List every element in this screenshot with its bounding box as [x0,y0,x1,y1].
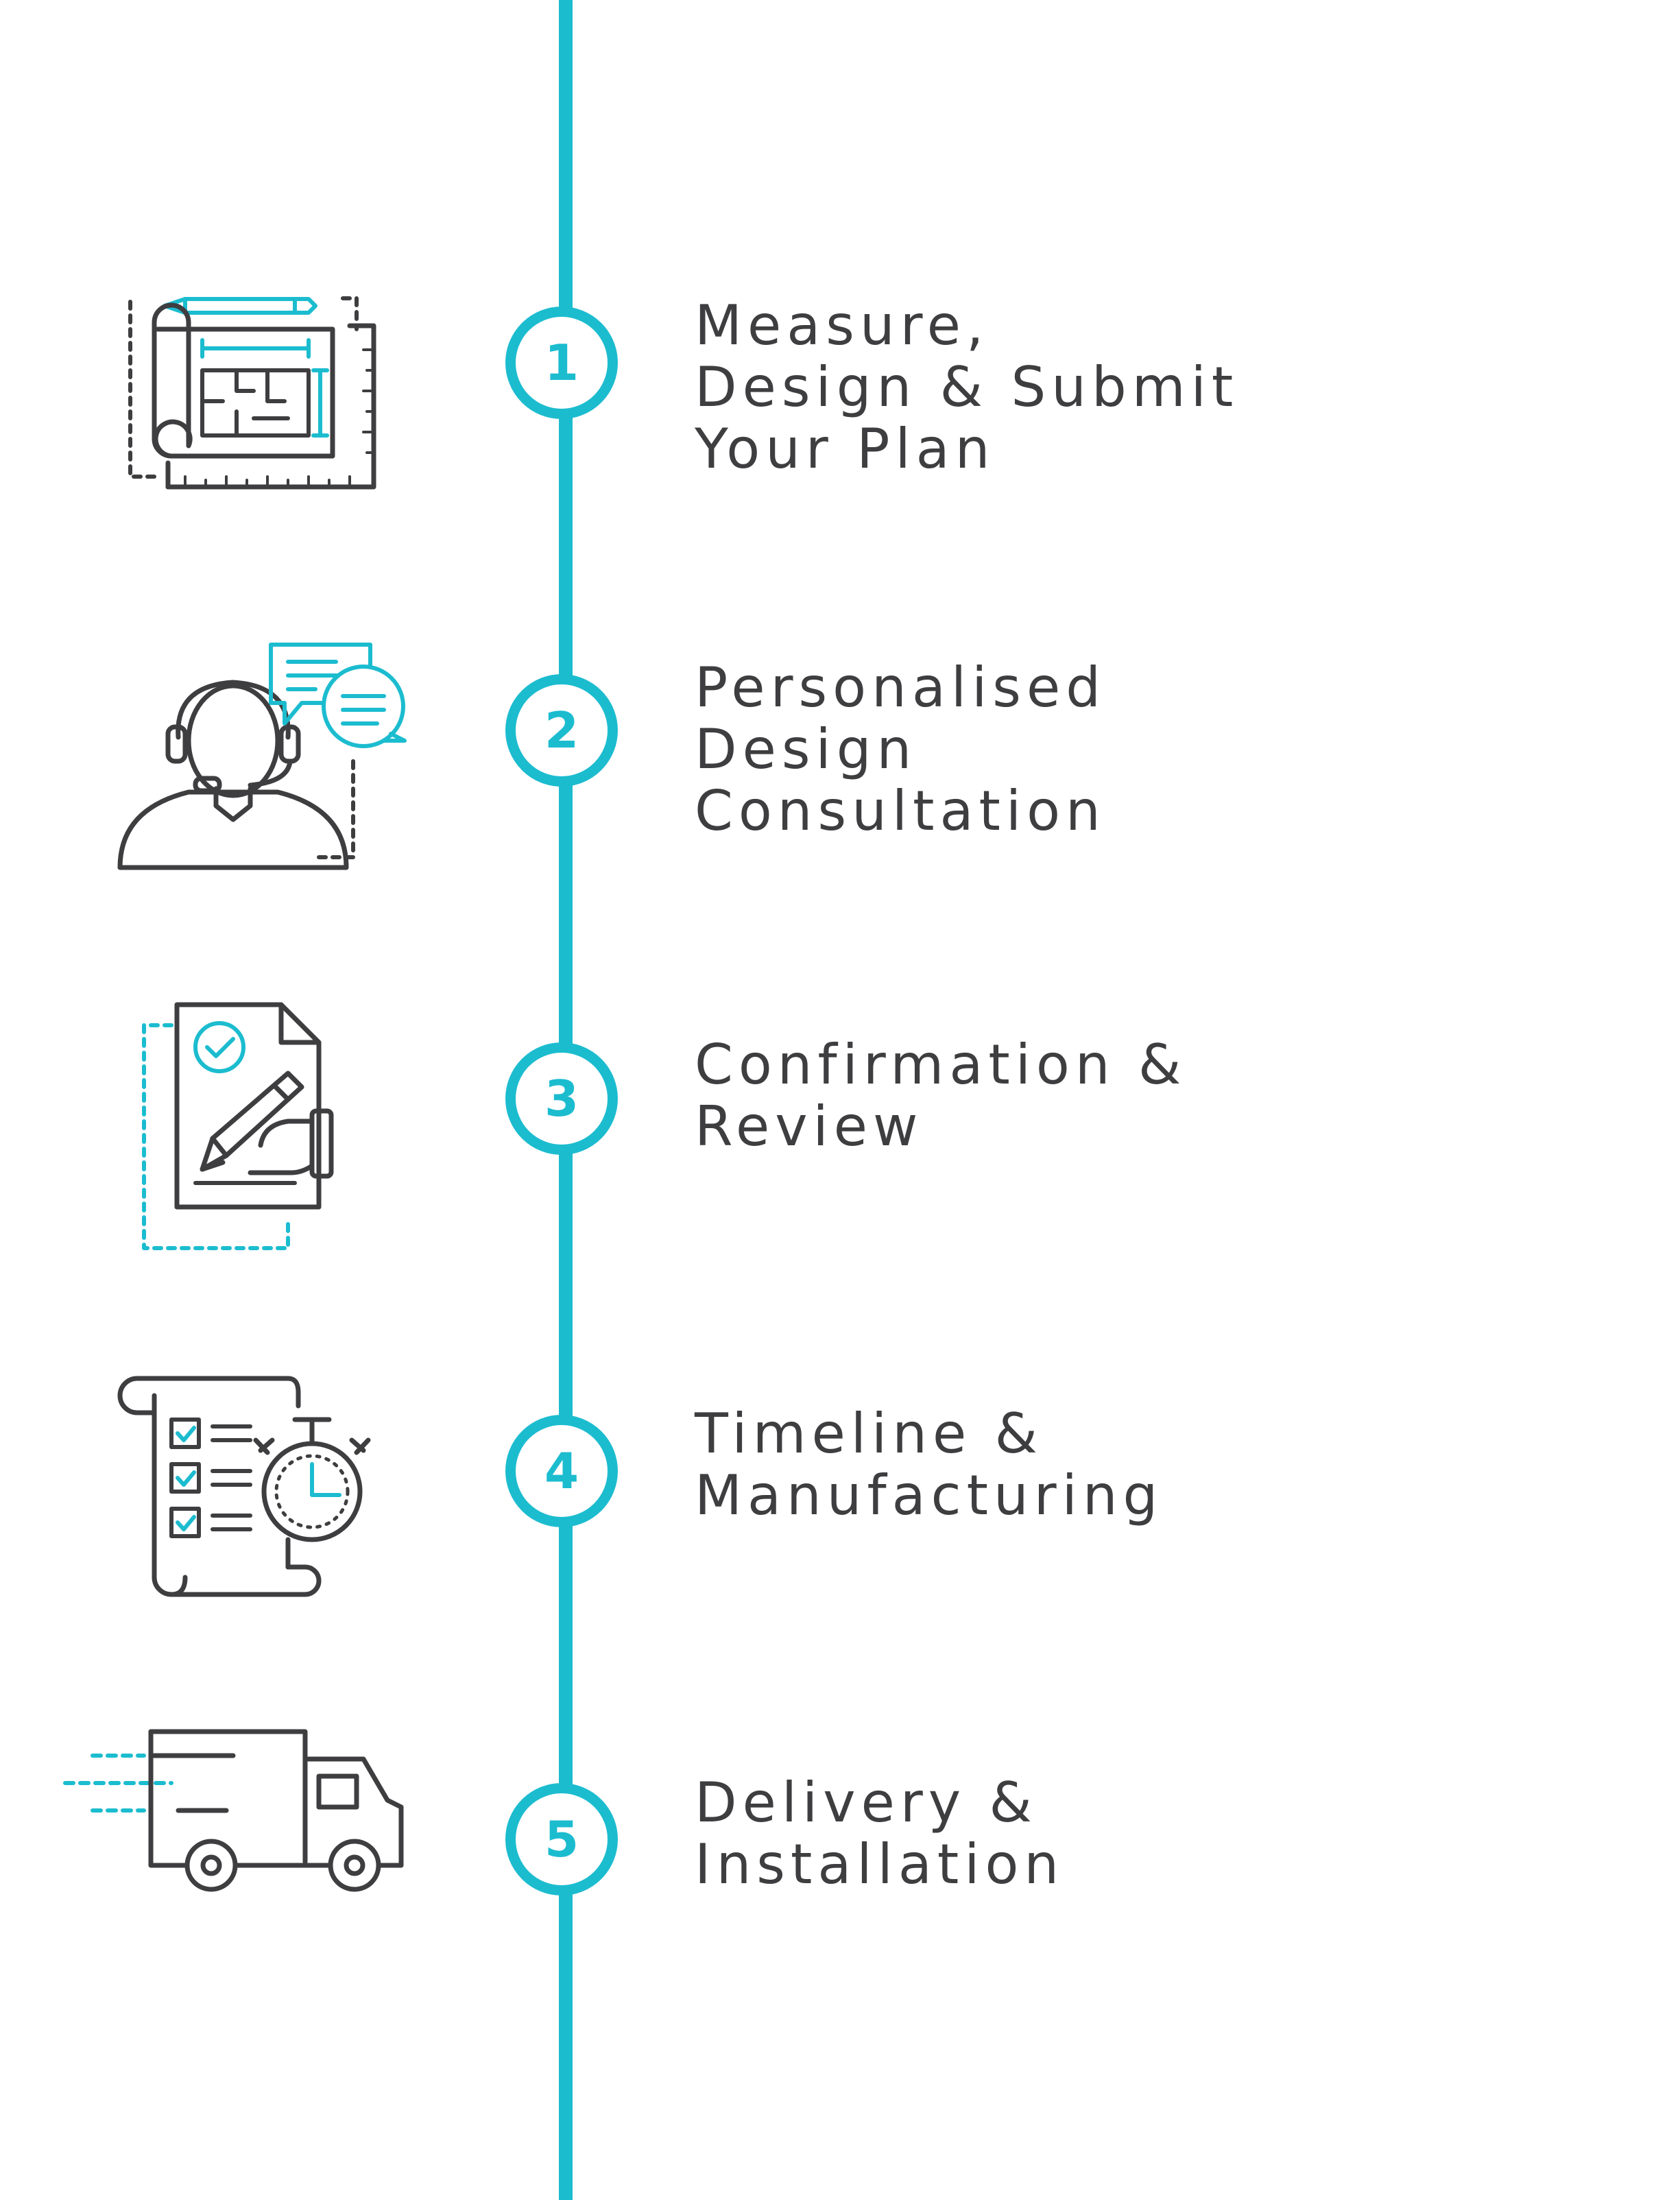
step-title-line: Design [695,717,917,781]
step-title-line: Review [695,1095,924,1158]
step-title-line: Personalised [695,656,1106,719]
delivery-truck-icon [63,1729,404,1892]
step-title-5: Delivery & Installation [695,1772,1064,1896]
step-title-line: Confirmation & [695,1033,1187,1097]
step-number-3: 3 [505,1042,618,1155]
step-title-2: Personalised Design Consultation [695,657,1106,842]
step-number-4: 4 [505,1415,618,1527]
step-title-line: Your Plan [695,417,996,481]
step-title-line: Timeline & [695,1402,1043,1466]
step-title-line: Measure, [695,294,989,357]
step-title-line: Design & Submit [695,355,1239,419]
step-number-5: 5 [505,1783,618,1896]
document-signing-icon [142,1002,334,1250]
blueprint-icon [128,296,376,490]
step-title-3: Confirmation & Review [695,1034,1186,1158]
step-title-line: Installation [695,1832,1065,1896]
checklist-stopwatch-icon [117,1376,371,1597]
step-title-line: Manufacturing [695,1463,1164,1527]
consultant-headset-icon [117,643,407,870]
step-title-line: Delivery & [695,1771,1037,1834]
step-title-1: Measure, Design & Submit Your Plan [695,295,1238,480]
step-number-1: 1 [505,307,618,419]
step-title-4: Timeline & Manufacturing [695,1403,1163,1527]
step-number-2: 2 [505,674,618,787]
step-title-line: Consultation [695,779,1106,843]
